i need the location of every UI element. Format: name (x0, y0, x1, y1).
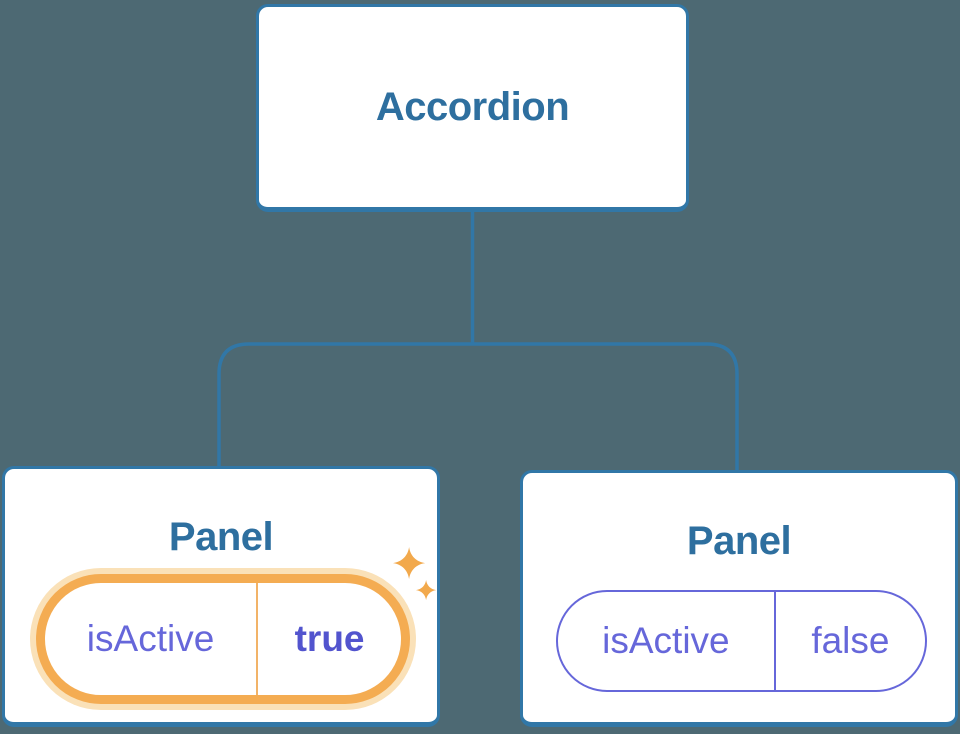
state-value: false (811, 620, 890, 661)
state-key: isActive (45, 583, 259, 695)
state-pill-active: isActive true (36, 574, 410, 704)
state-key: isActive (558, 592, 776, 690)
sparkles-icon (393, 547, 437, 601)
panel-title: Panel (168, 515, 274, 559)
accordion-node: Accordion (256, 4, 689, 212)
panel-node-inactive: Panel isActive false (520, 470, 958, 727)
accordion-node-label: Accordion (375, 84, 570, 129)
state-pill-inactive: isActive false (556, 590, 927, 692)
panel-title: Panel (686, 519, 792, 563)
state-value: true (294, 618, 365, 659)
panel-node-active: Panel isActive true (2, 466, 440, 727)
